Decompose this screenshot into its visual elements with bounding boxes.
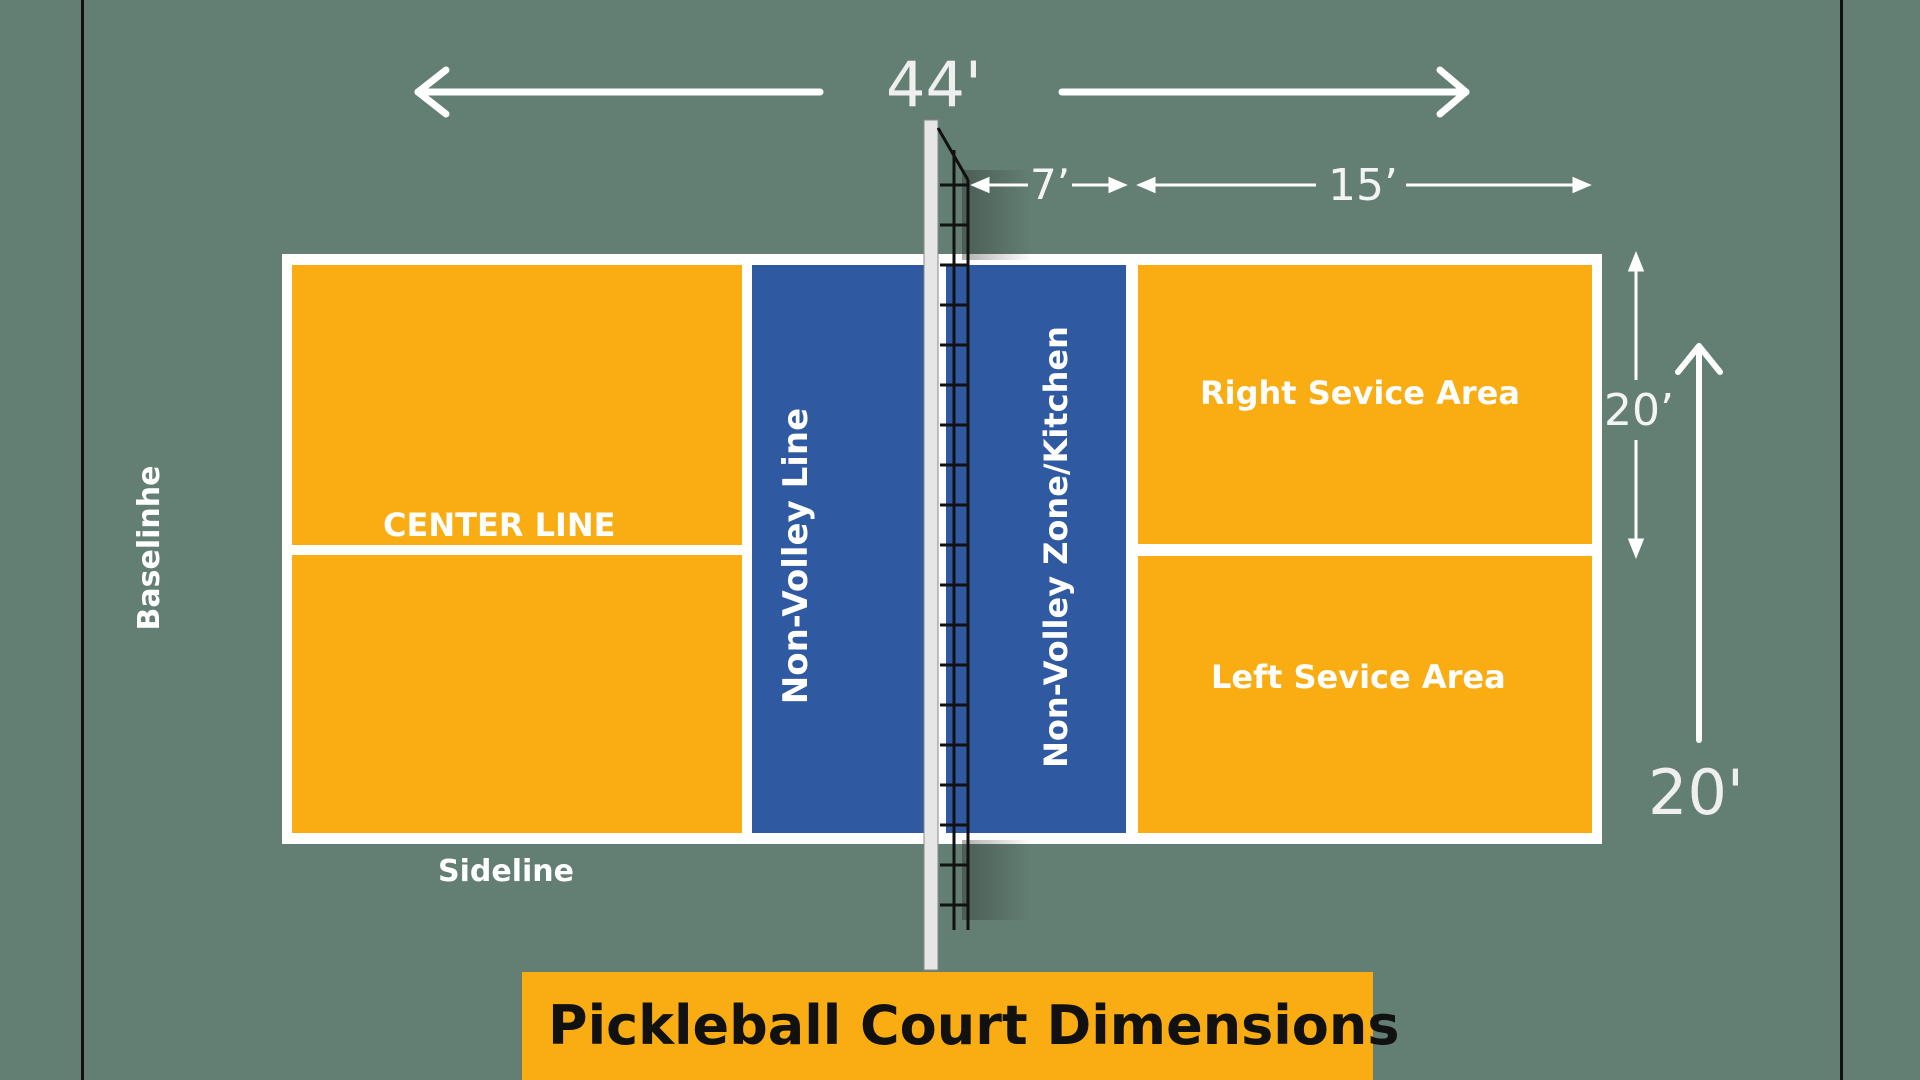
total-length-arrow (414, 66, 1470, 118)
left-service-area-label: Left Sevice Area (1211, 658, 1506, 696)
right-bottom-service-area (1138, 556, 1592, 833)
right-service-area-label: Right Sevice Area (1200, 374, 1520, 412)
right-border-line (1840, 0, 1843, 1080)
center-line-label: CENTER LINE (383, 506, 616, 544)
page-title: Pickleball Court Dimensions (548, 994, 1400, 1057)
right-kitchen-zone (946, 265, 1126, 833)
title-banner: Pickleball Court Dimensions (522, 972, 1399, 1080)
net-mesh (936, 127, 970, 930)
half-width-arrow (1627, 250, 1645, 560)
left-top-service-area (292, 265, 742, 545)
service-depth-arrow (1136, 176, 1592, 194)
non-volley-line-label: Non-Volley Line (776, 407, 816, 705)
left-border-line (81, 0, 84, 1080)
kitchen-depth-arrow (970, 176, 1128, 194)
half-width-label: 20’ (1604, 385, 1674, 436)
full-width-label: 20' (1648, 756, 1744, 829)
full-width-arrow (1675, 343, 1723, 743)
net-shadow-lower (962, 840, 1032, 920)
net-post (923, 119, 939, 971)
baseline-label: Baselinhe (132, 465, 167, 631)
service-depth-label: 15’ (1328, 160, 1398, 211)
kitchen-depth-label: 7’ (1030, 160, 1071, 209)
right-top-service-area (1138, 265, 1592, 544)
sideline-label: Sideline (438, 854, 574, 889)
total-length-label: 44' (886, 48, 982, 121)
left-kitchen-zone (752, 265, 930, 833)
kitchen-label: Non-Volley Zone/Kitchen (1037, 326, 1075, 768)
left-bottom-service-area (292, 555, 742, 833)
